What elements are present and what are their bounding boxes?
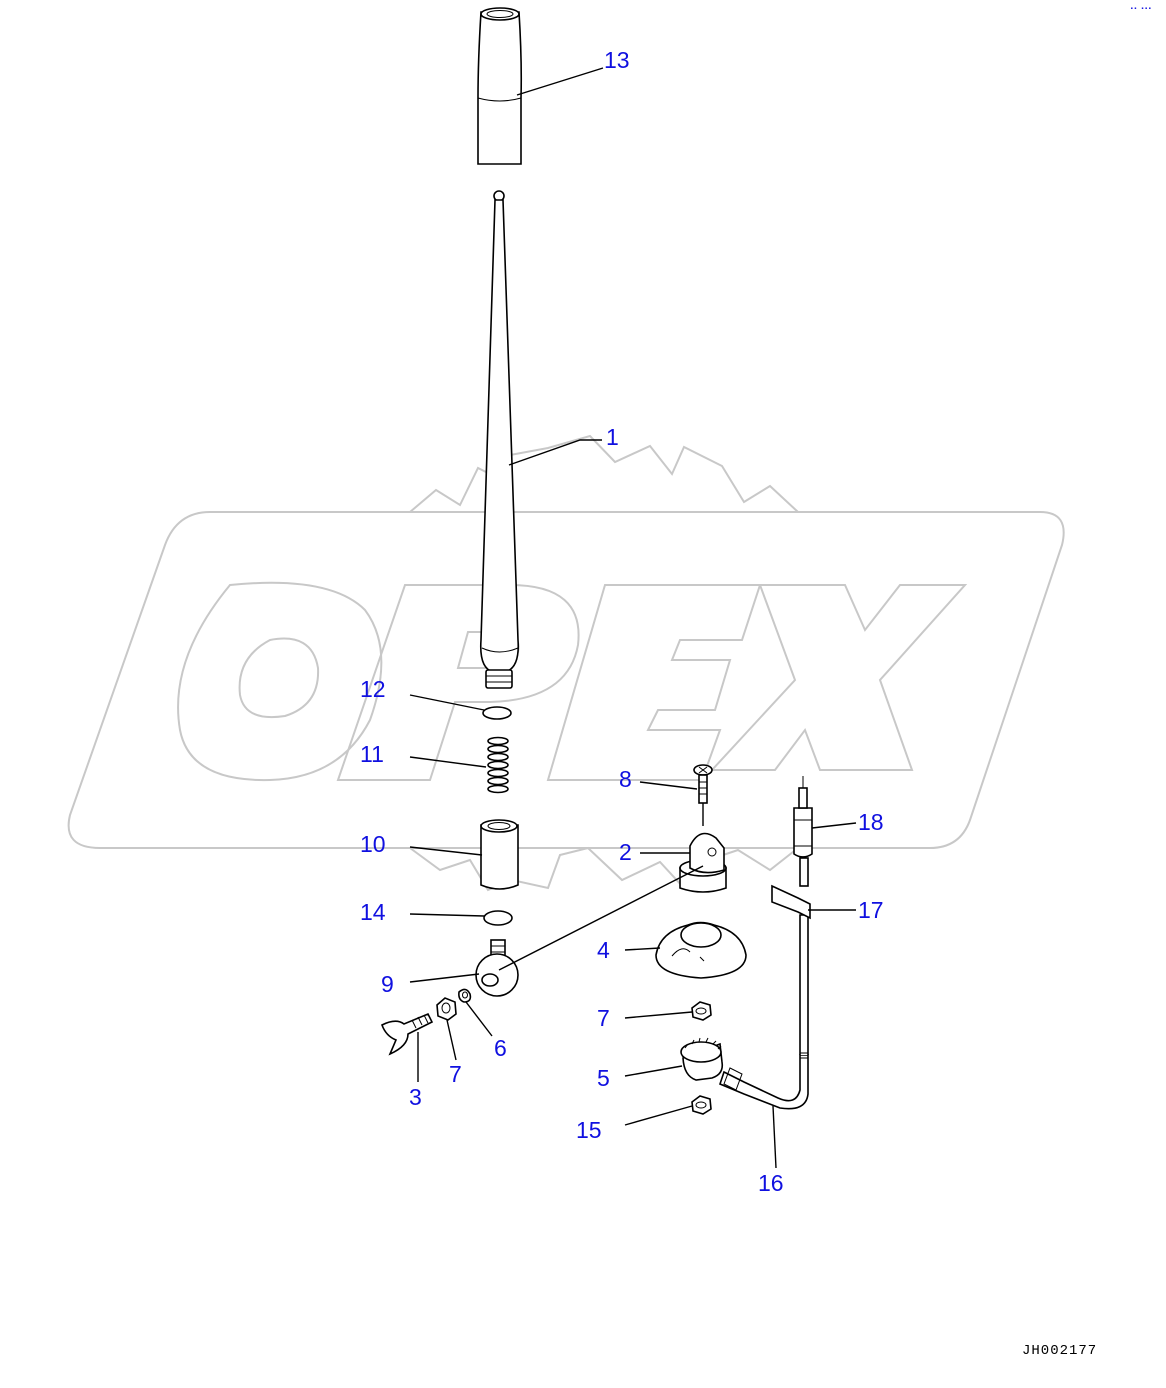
callouts: 13 1 12 11 10 14 9 3 7 6 8 2 4 7 5 15 16… — [360, 47, 884, 1196]
part-17-clip[interactable] — [771, 884, 811, 920]
callout-8[interactable]: 8 — [619, 766, 632, 792]
callout-12[interactable]: 12 — [360, 676, 386, 702]
callout-15[interactable]: 15 — [576, 1117, 602, 1143]
part-3-wing-bolt[interactable] — [381, 1012, 434, 1056]
callout-9[interactable]: 9 — [381, 971, 394, 997]
watermark-frame — [67, 511, 1065, 849]
callout-13[interactable]: 13 — [604, 47, 630, 73]
callout-3[interactable]: 3 — [409, 1084, 422, 1110]
part-12-ring[interactable] — [482, 706, 512, 720]
part-6-washer[interactable] — [458, 988, 472, 1003]
part-9-ball-joint[interactable] — [475, 939, 519, 997]
callout-17[interactable]: 17 — [858, 897, 884, 923]
corner-mark: ▪▪ ▪▪▪ — [1130, 5, 1152, 12]
part-13-cap[interactable] — [477, 7, 523, 165]
callout-14[interactable]: 14 — [360, 899, 386, 925]
part-5-toothed-base[interactable] — [680, 1037, 724, 1081]
callout-6[interactable]: 6 — [494, 1035, 507, 1061]
callout-7-right[interactable]: 7 — [597, 1005, 610, 1031]
part-10-sleeve[interactable] — [480, 819, 519, 890]
watermark-gear — [409, 434, 799, 513]
callout-2[interactable]: 2 — [619, 839, 632, 865]
part-8-screw[interactable] — [693, 764, 713, 804]
part-14-ring[interactable] — [483, 910, 513, 926]
drawing-reference: JH002177 — [1022, 1343, 1097, 1359]
part-7-nut-left[interactable] — [436, 997, 457, 1021]
callout-10[interactable]: 10 — [360, 831, 386, 857]
part-18-plug[interactable] — [793, 776, 813, 887]
callout-11[interactable]: 11 — [360, 741, 384, 767]
leader-lines — [409, 67, 857, 1169]
part-4-base-cover[interactable] — [655, 921, 747, 979]
callout-4[interactable]: 4 — [597, 937, 610, 963]
callout-5[interactable]: 5 — [597, 1065, 610, 1091]
part-2-bracket[interactable] — [679, 832, 727, 893]
part-7-nut-right[interactable] — [691, 1001, 712, 1021]
callout-7-left[interactable]: 7 — [449, 1061, 462, 1087]
part-11-spring[interactable] — [487, 736, 509, 794]
part-15-nut[interactable] — [691, 1095, 712, 1115]
callout-1[interactable]: 1 — [606, 424, 619, 450]
callout-16[interactable]: 16 — [758, 1170, 784, 1196]
callout-18[interactable]: 18 — [858, 809, 884, 835]
part-1-antenna-rod[interactable] — [479, 190, 520, 689]
opex-watermark — [67, 434, 1065, 892]
